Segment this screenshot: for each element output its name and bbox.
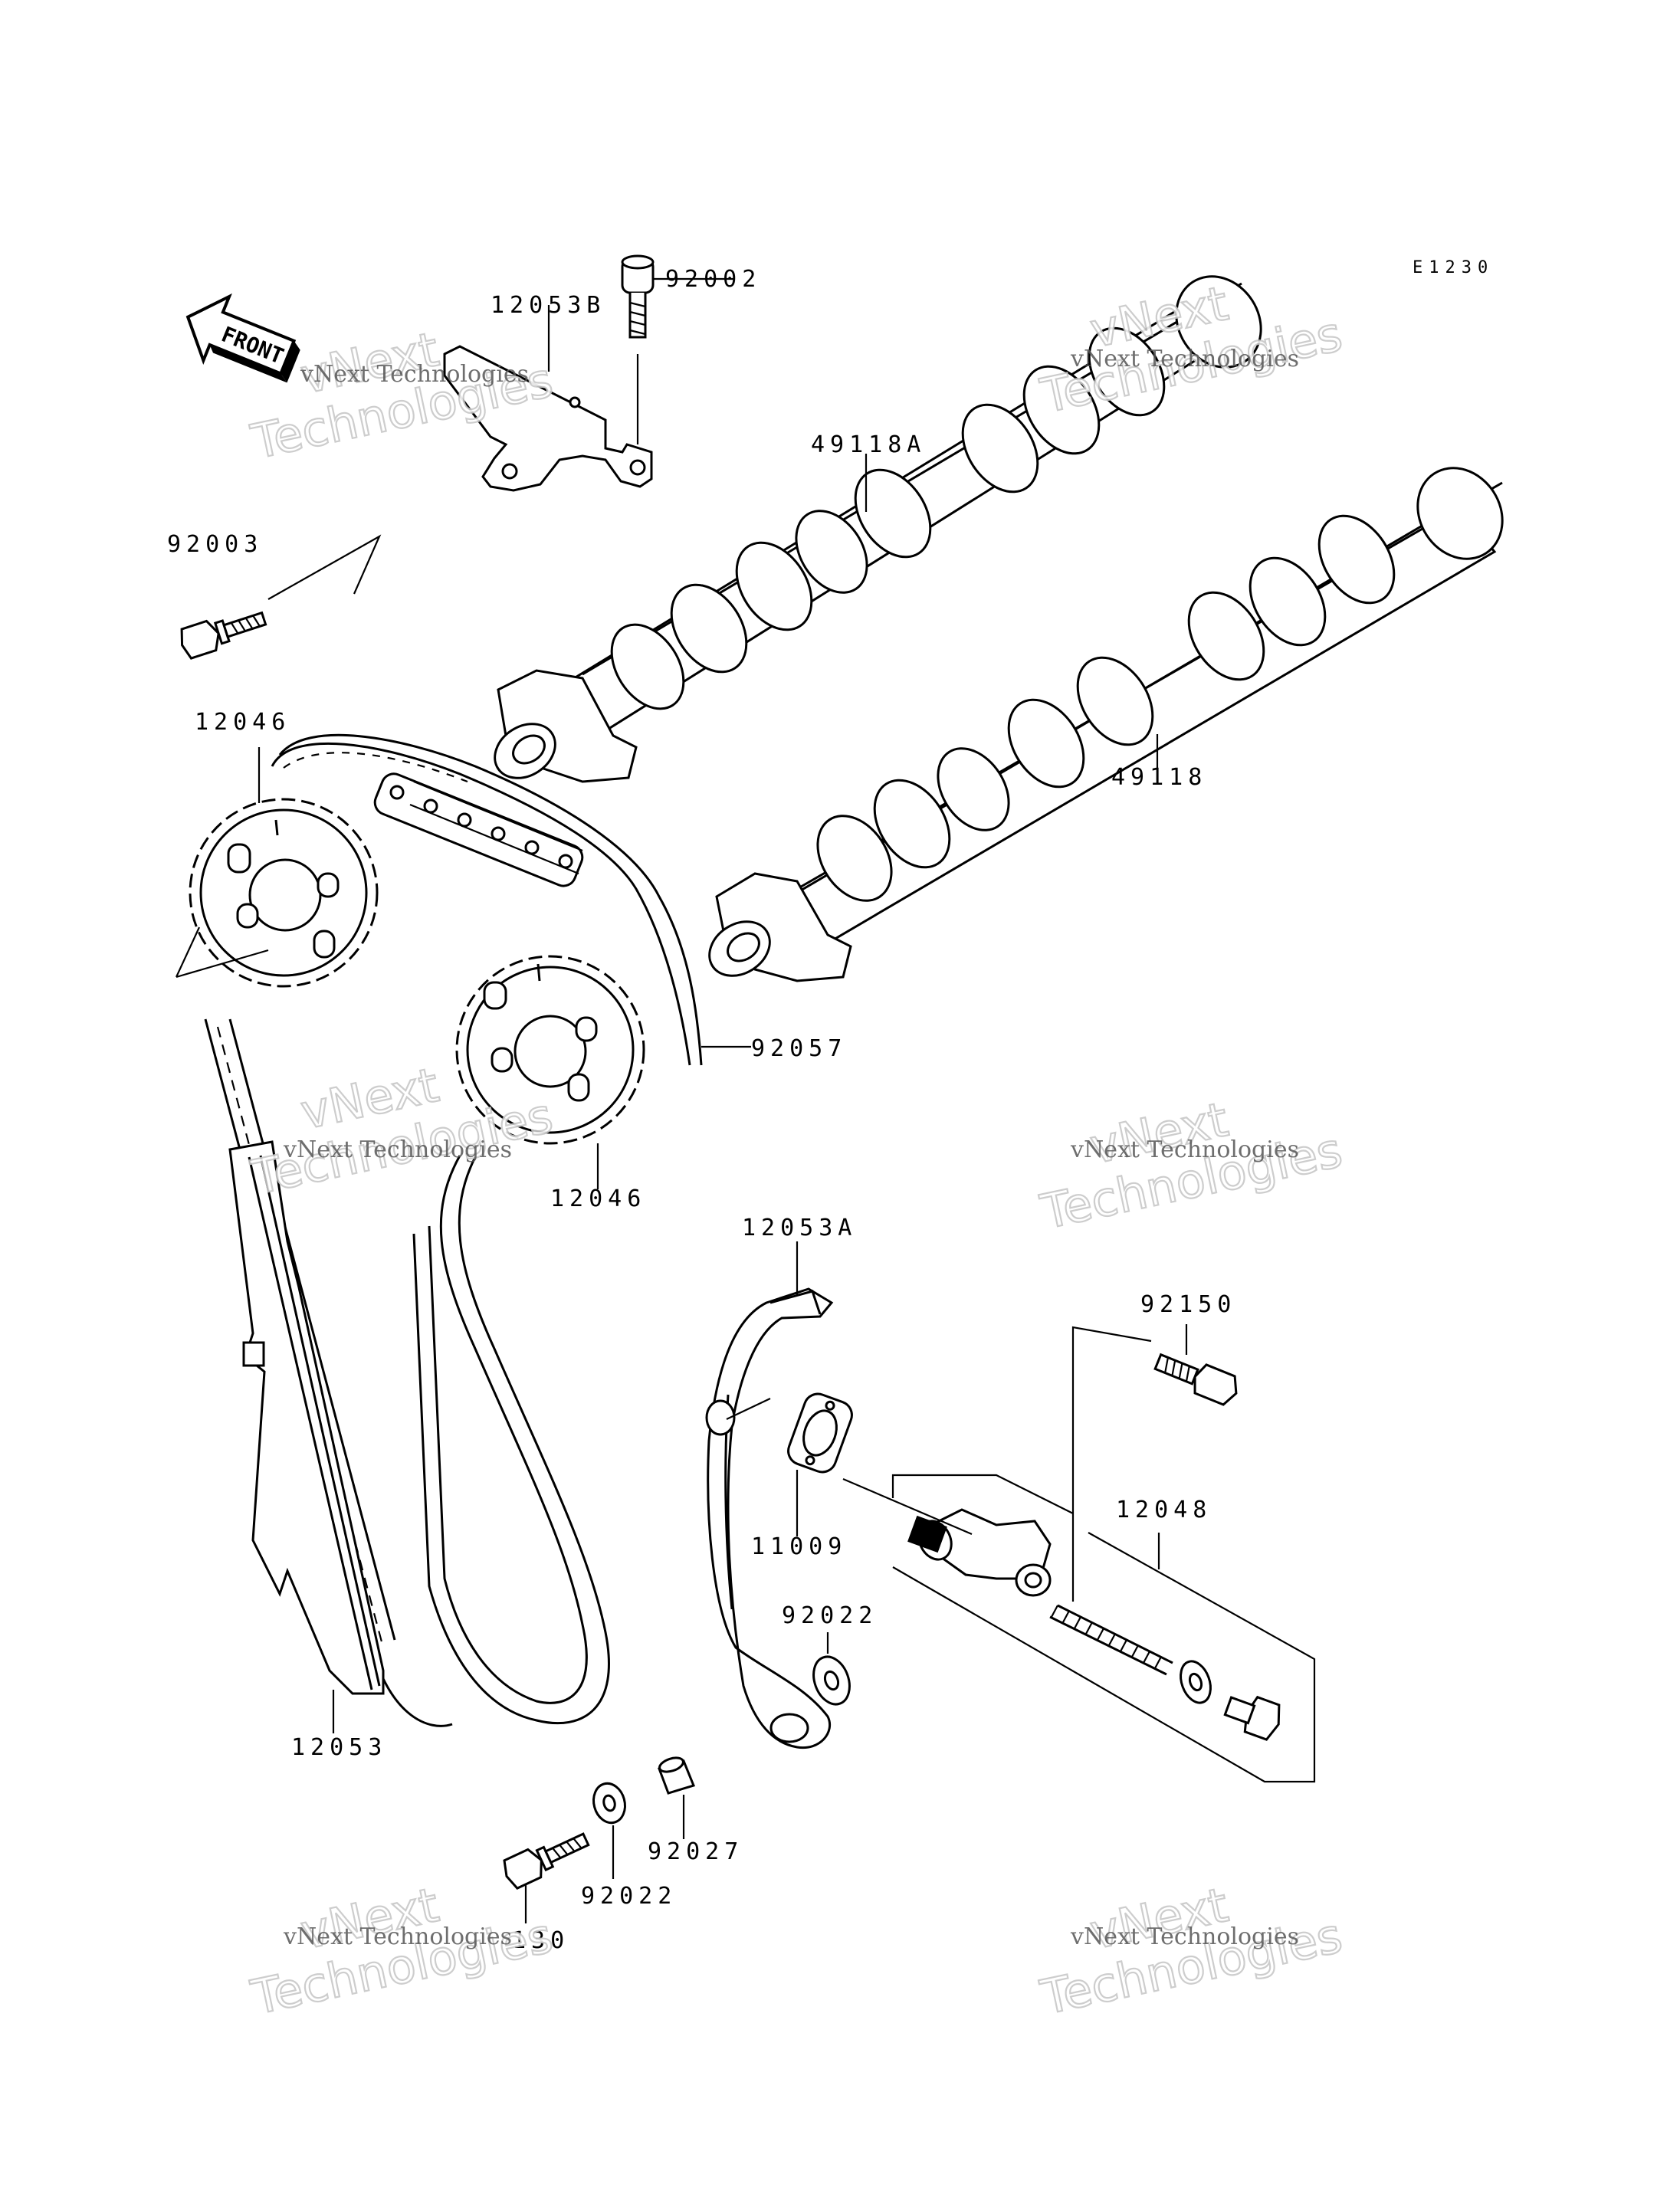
label-12053B: 12053B: [491, 292, 605, 319]
label-92057: 92057: [751, 1035, 847, 1062]
gasket-11009: [787, 1392, 853, 1474]
washer-92022-right: [812, 1655, 851, 1706]
collar-92027: [658, 1756, 696, 1795]
watermark-small-3: vNext Technologies: [283, 1136, 512, 1163]
tensioner-12048: [891, 1474, 1316, 1783]
camshaft-49118: [708, 467, 1504, 982]
label-12046-lower: 12046: [550, 1185, 646, 1212]
label-92003: 92003: [167, 531, 263, 558]
label-12053A: 12053A: [742, 1215, 857, 1241]
label-49118: 49118: [1111, 764, 1207, 791]
camshaft-49118A: [494, 275, 1262, 783]
label-92027: 92027: [648, 1838, 743, 1865]
timing-chain-92057: [204, 733, 703, 1727]
bolt-130: [503, 1832, 590, 1890]
watermark-small-5: vNext Technologies: [283, 1923, 512, 1950]
label-12053: 12053: [291, 1734, 387, 1761]
bolt-92003: [180, 611, 267, 660]
label-12048: 12048: [1116, 1497, 1212, 1523]
washer-92022-left: [592, 1782, 626, 1825]
bolt-92150: [1153, 1353, 1238, 1406]
label-12046-upper: 12046: [195, 709, 290, 736]
bolt-92002: [621, 254, 655, 339]
diagram-ref-code: E1230: [1413, 258, 1494, 277]
chain-guide-12053: [228, 1140, 385, 1695]
sprocket-12046-upper: [189, 798, 379, 988]
label-11009: 11009: [751, 1533, 847, 1560]
watermark-2: vNext Technologies: [1035, 274, 1347, 425]
chain-guide-12053B: [443, 345, 653, 492]
watermark-small-6: vNext Technologies: [1070, 1923, 1299, 1950]
label-92150: 92150: [1140, 1291, 1236, 1318]
front-arrow-icon: FRONT: [185, 293, 300, 383]
watermark-small-4: vNext Technologies: [1070, 1136, 1299, 1163]
watermark-small-2: vNext Technologies: [1070, 346, 1299, 372]
watermark-small-1: vNext Technologies: [300, 361, 529, 388]
label-130: 130: [512, 1927, 569, 1954]
chain-guide-12053A: [705, 1287, 834, 1749]
label-49118A: 49118A: [811, 431, 926, 458]
label-92002: 92002: [665, 266, 761, 293]
label-92022-left: 92022: [581, 1883, 677, 1910]
label-92022-right: 92022: [782, 1602, 878, 1629]
sprocket-12046-lower: [455, 955, 645, 1145]
